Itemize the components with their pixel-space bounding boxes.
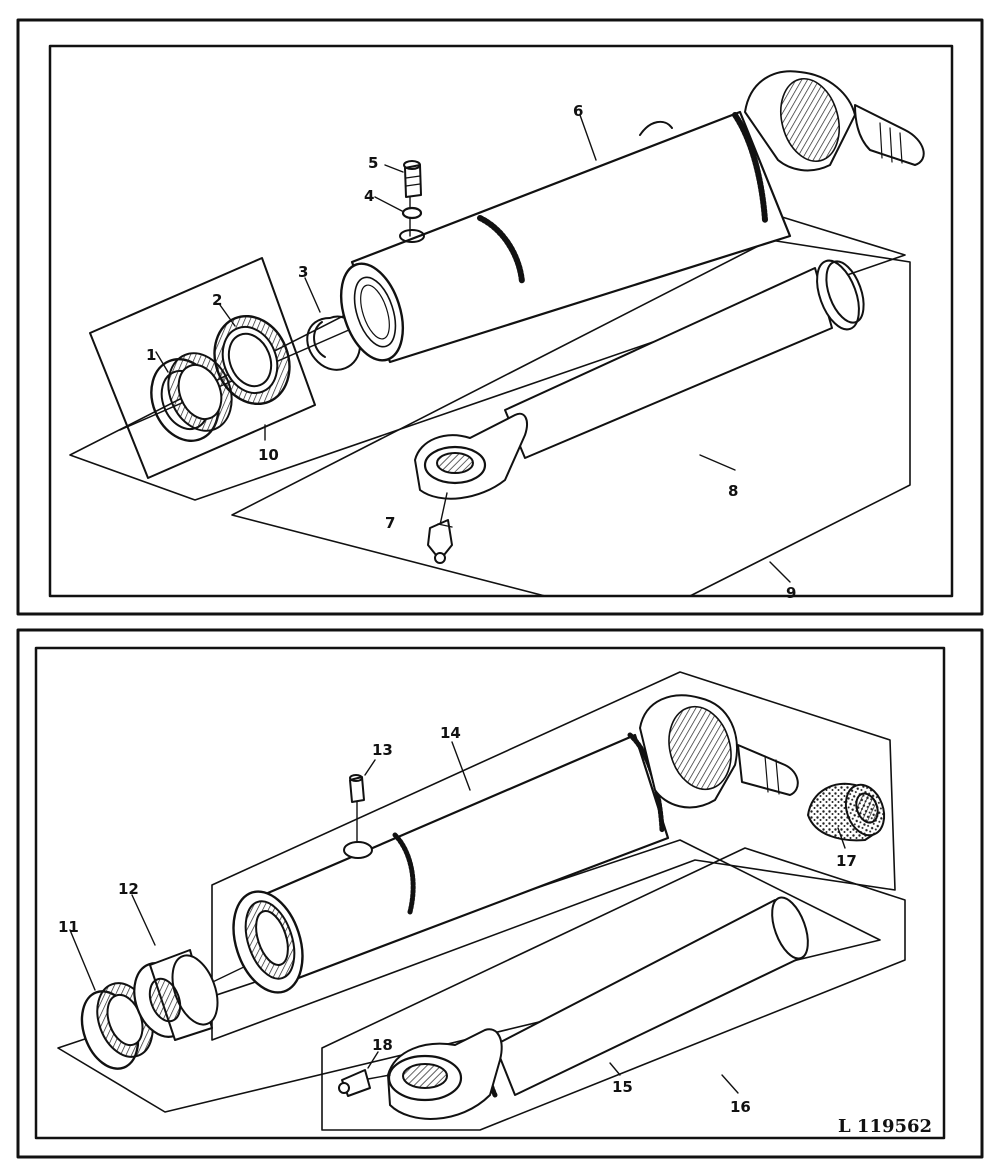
cylinder-barrel-14 bbox=[232, 694, 799, 994]
bushing-12 bbox=[133, 949, 219, 1041]
lower-inner-border bbox=[34, 646, 946, 1140]
callout-4: 4 bbox=[364, 187, 374, 205]
callout-18: 18 bbox=[372, 1036, 393, 1054]
callout-3: 3 bbox=[298, 263, 308, 281]
upper-leaders bbox=[155, 114, 791, 583]
seal-ring-2 bbox=[213, 314, 291, 406]
seal-1 bbox=[150, 352, 233, 442]
callout-13: 13 bbox=[372, 741, 393, 759]
upper-inner-border bbox=[48, 44, 954, 598]
seal-kit-box bbox=[89, 257, 316, 479]
lower-leaders bbox=[69, 741, 846, 1094]
piston-rod-8 bbox=[414, 259, 865, 500]
callout-9: 9 bbox=[786, 584, 796, 602]
callout-8: 8 bbox=[728, 482, 738, 500]
cylinder-barrel-6 bbox=[340, 70, 925, 364]
callout-6: 6 bbox=[573, 102, 583, 120]
callout-1: 1 bbox=[146, 346, 156, 364]
rod-plane-15 bbox=[321, 847, 906, 1131]
lower-outer-border bbox=[16, 628, 984, 1159]
callout-5: 5 bbox=[368, 154, 378, 172]
callout-7: 7 bbox=[385, 514, 395, 532]
cylinder-plane-14 bbox=[211, 671, 896, 1041]
grease-fitting-18 bbox=[338, 1069, 391, 1097]
figure-id: L 119562 bbox=[838, 1116, 932, 1137]
grease-fitting-13 bbox=[349, 774, 365, 843]
piston-rod-15 bbox=[387, 896, 809, 1120]
callout-15: 15 bbox=[612, 1078, 633, 1096]
callout-17: 17 bbox=[836, 852, 857, 870]
callout-10: 10 bbox=[258, 446, 279, 464]
callout-14: 14 bbox=[440, 724, 461, 742]
callout-2: 2 bbox=[212, 291, 222, 309]
fitting-5 bbox=[403, 160, 422, 198]
upper-outer-border bbox=[16, 18, 984, 616]
callout-12: 12 bbox=[118, 880, 139, 898]
upper-panel: 1 2 3 4 5 6 7 8 9 10 bbox=[16, 18, 984, 616]
callout-16: 16 bbox=[730, 1098, 751, 1116]
callout-11: 11 bbox=[58, 918, 79, 936]
lower-panel: 11 12 13 14 17 18 15 16 L 119562 bbox=[16, 628, 984, 1159]
washer-4 bbox=[401, 206, 423, 220]
grease-fitting-7 bbox=[427, 492, 453, 564]
cap-17 bbox=[807, 782, 886, 842]
